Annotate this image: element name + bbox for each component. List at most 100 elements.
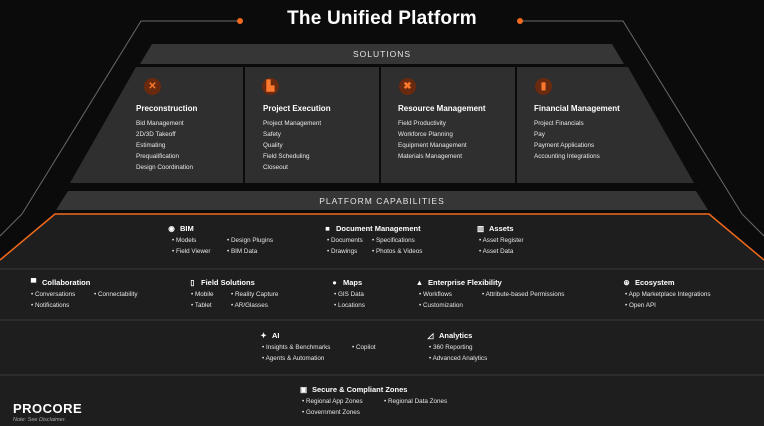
- card-bg-financial-management: [517, 67, 694, 183]
- solutions-band-shape: [140, 44, 624, 64]
- list-item: • BIM Data: [227, 248, 258, 255]
- list-item: • Photos & Videos: [372, 248, 423, 255]
- list-item: Estimating: [136, 142, 166, 149]
- capability-enterprise-flexibility[interactable]: ▲ Enterprise Flexibility • Workflows • At…: [415, 278, 585, 313]
- page-title: The Unified Platform: [287, 8, 477, 29]
- solution-cards-bg: [70, 67, 694, 183]
- capability-title: Maps: [343, 278, 363, 287]
- lock-icon: ▣: [299, 385, 308, 394]
- list-item: • Attribute-based Permissions: [482, 291, 565, 298]
- line-chart-icon: ◿: [427, 331, 434, 340]
- card-title: Financial Management: [534, 104, 620, 113]
- card-bg-preconstruction: [70, 67, 243, 183]
- accent-dot-right: [517, 18, 523, 24]
- x-tools-icon: ✕: [144, 78, 161, 95]
- list-item: Safety: [263, 131, 281, 138]
- capability-document-management[interactable]: ■Document Management • Documents • Speci…: [323, 224, 453, 259]
- capabilities-band-shape: [56, 191, 708, 210]
- capability-analytics[interactable]: ◿Analytics • 360 Reporting • Advanced An…: [426, 331, 516, 366]
- list-item: • Conversations: [31, 291, 76, 298]
- card-title: Preconstruction: [136, 104, 198, 113]
- list-item: • Drawings: [327, 248, 358, 255]
- list-item: Closeout: [263, 164, 288, 171]
- list-item: • Workflows: [419, 291, 452, 298]
- capability-ai[interactable]: ✦AI • Insights & Benchmarks • Copilot • …: [259, 331, 399, 366]
- list-item: • Advanced Analytics: [429, 355, 488, 362]
- capability-title: Field Solutions: [201, 278, 255, 287]
- list-item: Workforce Planning: [398, 131, 453, 138]
- list-item: Equipment Management: [398, 142, 467, 149]
- list-item: • Field Viewer: [172, 248, 211, 255]
- capability-title: Ecosystem: [635, 278, 675, 287]
- list-item: • Notifications: [31, 302, 70, 309]
- list-item: • Regional App Zones: [302, 398, 363, 405]
- capabilities-label: PLATFORM CAPABILITIES: [319, 195, 445, 206]
- capability-title: Collaboration: [42, 278, 91, 287]
- list-item: • AR/Glasses: [231, 302, 268, 309]
- list-item: • Insights & Benchmarks: [262, 344, 331, 351]
- capability-title: Document Management: [336, 224, 421, 233]
- outer-outline-right: [520, 20, 764, 237]
- chat-icon: ▀: [30, 278, 37, 287]
- capability-maps[interactable]: ●Maps • GIS Data • Locations: [330, 278, 390, 313]
- list-item: • Asset Data: [479, 248, 514, 255]
- list-item: Design Coordination: [136, 164, 194, 171]
- list-item: • 360 Reporting: [429, 344, 473, 351]
- hierarchy-icon: ▲: [415, 278, 424, 287]
- list-item: • Documents: [327, 237, 363, 244]
- list-item: Field Productivity: [398, 120, 446, 127]
- list-item: • Locations: [334, 302, 365, 309]
- card-title: Project Execution: [263, 104, 331, 113]
- solution-card-project-execution[interactable]: ▙ Project Execution Project Management S…: [245, 67, 379, 183]
- list-item: • Customization: [419, 302, 463, 309]
- list-item: Accounting Integrations: [534, 153, 600, 160]
- list-item: Payment Applications: [534, 142, 595, 149]
- list-item: Bid Management: [136, 120, 184, 127]
- solutions-band: [140, 44, 624, 64]
- capabilities-orange-outline: [0, 213, 764, 261]
- capability-title: Secure & Compliant Zones: [312, 385, 408, 394]
- list-item: Materials Management: [398, 153, 463, 160]
- list-item: • Connectability: [94, 291, 138, 298]
- capability-title: Assets: [489, 224, 514, 233]
- capability-collaboration[interactable]: ▀ Collaboration • Conversations • Connect…: [29, 278, 159, 313]
- list-item: • App Marketplace Integrations: [625, 291, 711, 298]
- list-item: • Reality Capture: [231, 291, 279, 298]
- capability-bim[interactable]: ◉BIM • Models • Design Plugins • Field V…: [167, 224, 287, 259]
- card-title: Resource Management: [398, 104, 486, 113]
- list-item: • Government Zones: [302, 409, 360, 416]
- bar-chart-icon: ▮: [535, 78, 552, 95]
- capability-title: Enterprise Flexibility: [428, 278, 502, 287]
- list-item: • Regional Data Zones: [384, 398, 448, 405]
- list-item: Field Scheduling: [263, 153, 310, 160]
- accent-dot-left: [237, 18, 243, 24]
- list-item: • Agents & Automation: [262, 355, 325, 362]
- list-item: • Asset Register: [479, 237, 524, 244]
- list-item: Project Financials: [534, 120, 584, 127]
- list-item: • Design Plugins: [227, 237, 273, 244]
- list-item: Quality: [263, 142, 283, 149]
- capability-title: AI: [272, 331, 280, 340]
- solution-card-resource-management[interactable]: ✖ Resource Management Field Productivity…: [381, 67, 515, 183]
- list-item: Project Management: [263, 120, 322, 127]
- solution-card-preconstruction[interactable]: ✕ Preconstruction Bid Management 2D/3D T…: [117, 67, 243, 183]
- solution-card-financial-management[interactable]: ▮ Financial Management Project Financial…: [517, 67, 657, 183]
- capability-ecosystem[interactable]: ⊛Ecosystem • App Marketplace Integration…: [622, 278, 742, 313]
- list-item: • Models: [172, 237, 197, 244]
- phone-icon: ▯: [190, 278, 195, 287]
- folder-icon: ■: [325, 224, 330, 233]
- list-item: Prequalification: [136, 153, 180, 160]
- list-item: • Open API: [625, 302, 656, 309]
- capability-assets[interactable]: ▥ Assets • Asset Register • Asset Data: [476, 224, 556, 259]
- cube-icon: ◉: [168, 224, 175, 233]
- solutions-label: SOLUTIONS: [352, 49, 412, 59]
- building-icon: ▥: [476, 224, 485, 233]
- capabilities-band: [56, 191, 708, 210]
- list-item: • Copilot: [352, 344, 376, 351]
- disclaimer-note: Note: See Disclaimer.: [13, 417, 66, 423]
- capability-field-solutions[interactable]: ▯Field Solutions • Mobile • Reality Capt…: [188, 278, 298, 313]
- wrench-icon: ✖: [399, 78, 416, 95]
- list-item: • GIS Data: [334, 291, 364, 298]
- capability-secure-zones[interactable]: ▣ Secure & Compliant Zones • Regional App…: [299, 385, 459, 420]
